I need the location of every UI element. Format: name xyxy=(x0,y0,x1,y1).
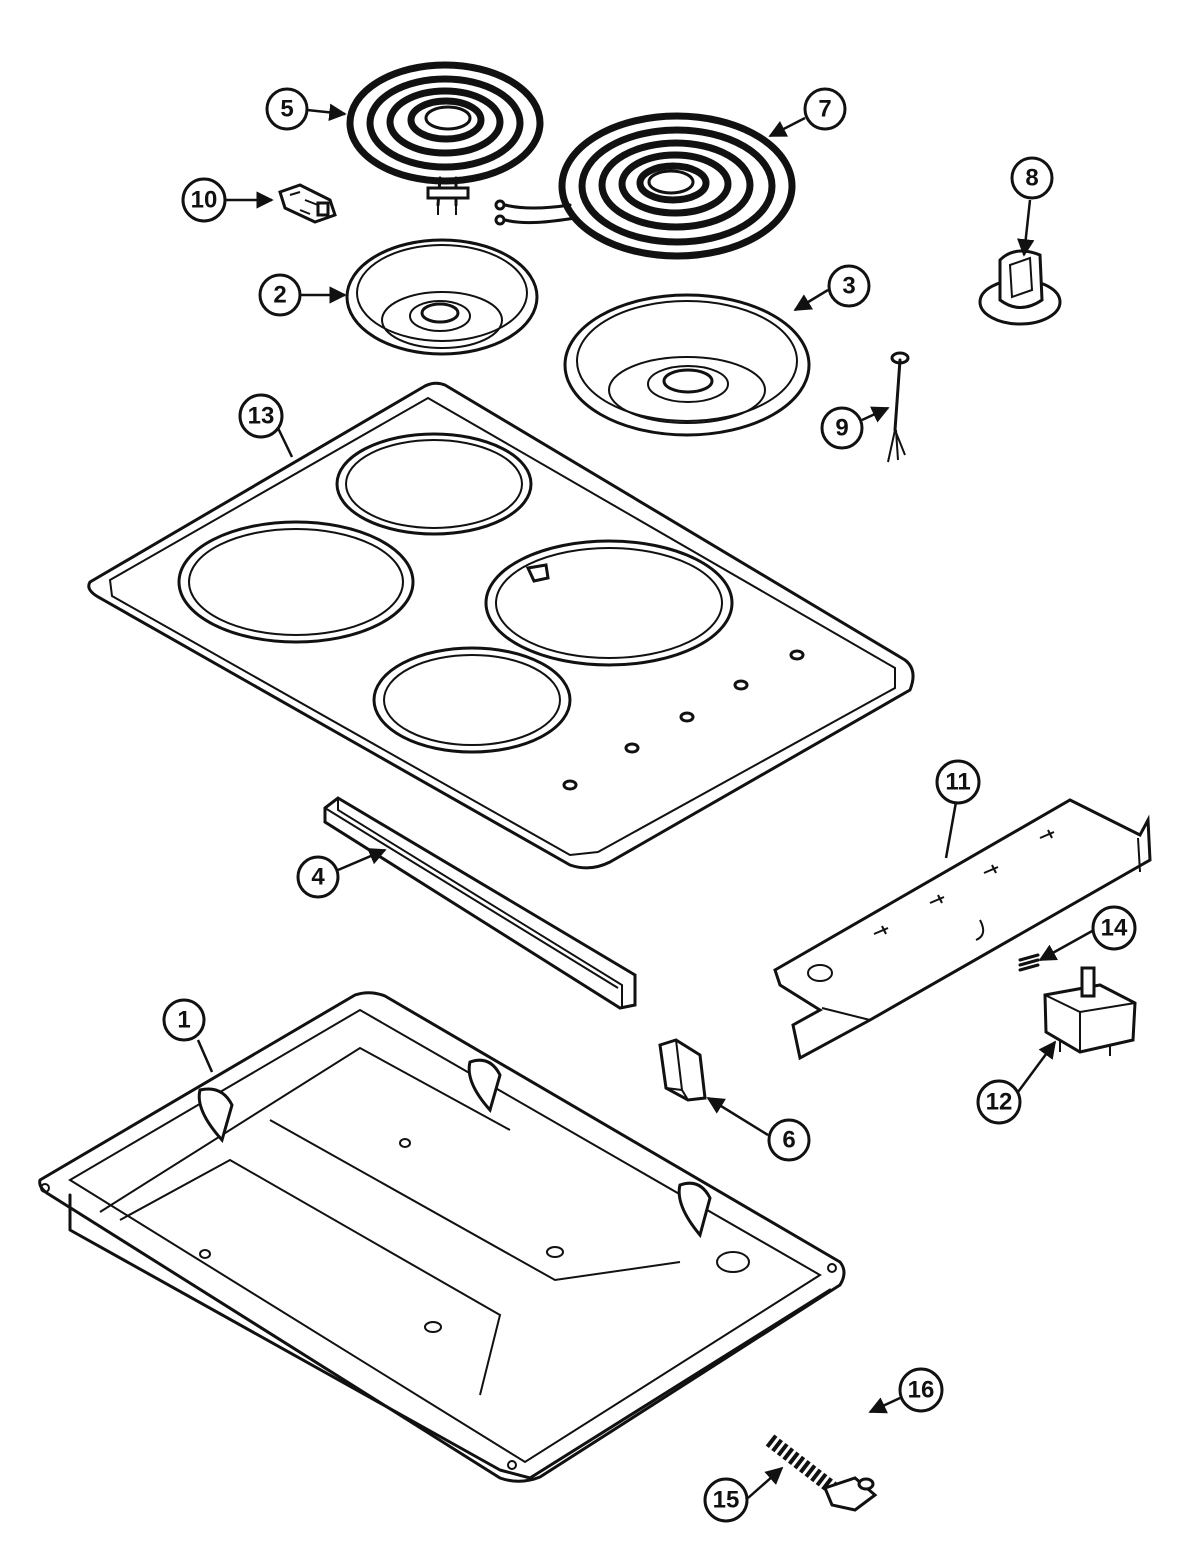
probe-wire xyxy=(887,351,910,463)
infinite-switch xyxy=(1043,966,1137,1056)
svg-text:10: 10 xyxy=(191,187,218,214)
svg-text:2: 2 xyxy=(273,282,286,309)
callout-15: 15 xyxy=(703,1477,749,1523)
spring xyxy=(1018,953,1040,972)
callout-4: 4 xyxy=(296,855,340,899)
surface-element-small xyxy=(346,61,544,215)
callout-13: 13 xyxy=(238,393,284,439)
svg-text:15: 15 xyxy=(713,1487,740,1514)
terminal-wire-assembly xyxy=(765,1434,878,1512)
svg-text:14: 14 xyxy=(1101,915,1128,942)
callout-14: 14 xyxy=(1091,905,1137,951)
callout-6: 5 xyxy=(265,87,309,131)
cooktop-panel xyxy=(87,381,915,870)
callout-9: 9 xyxy=(820,406,864,450)
callout-8: 8 xyxy=(1010,156,1054,200)
svg-text:11: 11 xyxy=(945,769,970,796)
drip-bowl-large xyxy=(563,293,811,437)
surface-element-large xyxy=(494,112,796,260)
svg-text:6: 6 xyxy=(782,1127,795,1154)
control-knob xyxy=(978,249,1062,326)
svg-text:12: 12 xyxy=(986,1089,1013,1116)
callout-5: 6 xyxy=(767,1118,811,1162)
base-pan xyxy=(38,991,846,1483)
svg-text:4: 4 xyxy=(311,864,325,891)
svg-text:1: 1 xyxy=(177,1007,190,1034)
callout-1: 1 xyxy=(162,998,206,1042)
bracket-clip xyxy=(658,1038,707,1102)
leader-lines xyxy=(196,103,1095,1499)
svg-text:13: 13 xyxy=(248,403,275,430)
svg-text:7: 7 xyxy=(818,96,831,123)
control-bracket xyxy=(773,798,1152,1061)
callout-12: 12 xyxy=(976,1079,1022,1125)
terminal-block xyxy=(278,183,337,224)
svg-text:16: 16 xyxy=(908,1377,935,1404)
callout-7: 7 xyxy=(803,87,847,131)
callout-2: 2 xyxy=(258,273,302,317)
drip-bowl-small xyxy=(345,238,539,356)
svg-text:3: 3 xyxy=(842,273,855,300)
trim-strip xyxy=(323,796,637,1010)
svg-text:8: 8 xyxy=(1025,165,1038,192)
svg-text:9: 9 xyxy=(835,415,848,442)
callout-10: 10 xyxy=(181,177,227,223)
callout-11: 11 xyxy=(935,759,981,805)
callout-16: 16 xyxy=(898,1367,944,1413)
svg-text:5: 5 xyxy=(280,96,293,123)
callout-3: 3 xyxy=(827,264,871,308)
